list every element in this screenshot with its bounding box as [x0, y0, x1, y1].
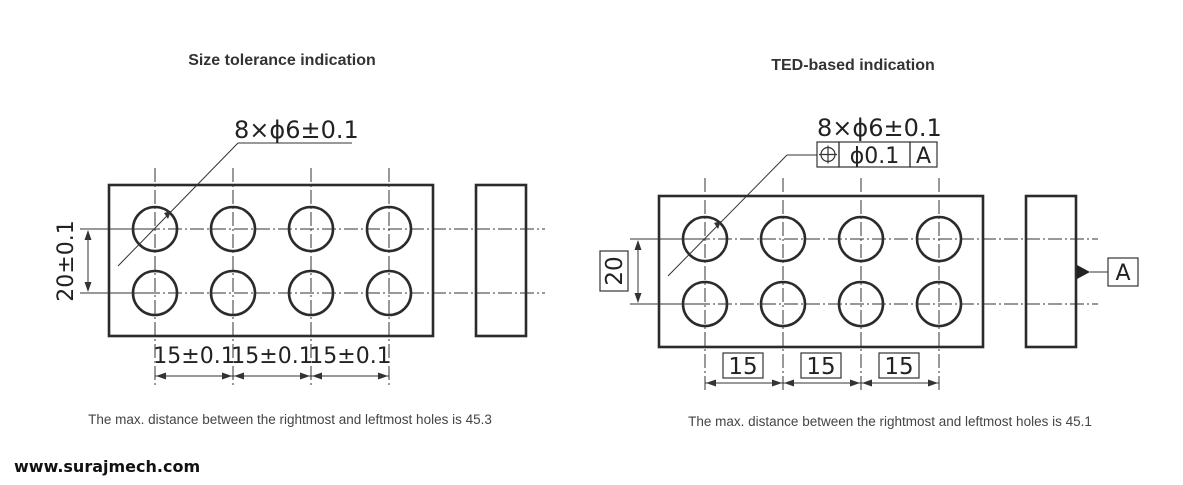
hole — [837, 280, 885, 328]
horizontal-dimension-line — [155, 372, 389, 380]
ted-box — [800, 352, 842, 379]
hole — [759, 280, 807, 328]
right-panel-caption: The max. distance between the rightmost … — [688, 414, 1092, 429]
vertical-dimension-text: 20±0.1 — [54, 220, 79, 301]
vertical-dimension-line — [80, 228, 150, 294]
part-front-view — [657, 194, 985, 349]
part-side-view — [1024, 194, 1078, 349]
datum-label: A — [1115, 261, 1130, 286]
position-icon — [819, 145, 837, 164]
ted-box — [878, 352, 920, 379]
left-panel-title: Size tolerance indication — [188, 52, 376, 69]
horizontal-dimension-text: 15±0.1 — [153, 344, 234, 369]
hole — [365, 269, 413, 317]
horizontal-dimension-text: 15 — [806, 354, 835, 380]
ted-box — [599, 250, 629, 292]
hole-callout-leader — [117, 142, 352, 267]
hole — [915, 215, 963, 263]
position-tolerance-value: ϕ0.1 — [850, 144, 900, 169]
horizontal-dimension-text: 15±0.1 — [231, 344, 312, 369]
hole-callout-text: 8×ϕ6±0.1 — [817, 114, 942, 142]
hole-callout-leader — [667, 154, 817, 277]
part-front-view — [107, 183, 435, 338]
hole — [759, 215, 807, 263]
right-panel-title: TED-based indication — [771, 57, 935, 74]
horizontal-dimension-text: 15 — [728, 354, 757, 380]
hole — [287, 205, 335, 253]
hole — [837, 215, 885, 263]
hole — [287, 269, 335, 317]
horizontal-dimension-text: 15±0.1 — [309, 344, 390, 369]
hole — [209, 269, 257, 317]
datum-triangle-icon — [1077, 265, 1108, 279]
right-panel: TED-based indication 8×ϕ6±0.1 — [599, 57, 1139, 429]
datum-box — [1107, 257, 1139, 287]
left-panel-caption: The max. distance between the rightmost … — [88, 412, 492, 427]
horizontal-dimension-line — [705, 379, 939, 387]
part-side-view — [474, 183, 528, 338]
horizontal-dimension-text: 15 — [884, 354, 913, 380]
datum-reference: A — [916, 144, 931, 169]
feature-control-frame — [816, 141, 938, 168]
hole — [915, 280, 963, 328]
left-panel: Size tolerance indication 8×ϕ6±0.1 — [54, 52, 545, 427]
vertical-dimension-line — [630, 238, 700, 305]
hole — [209, 205, 257, 253]
hole-callout-text: 8×ϕ6±0.1 — [234, 116, 359, 144]
hole — [365, 205, 413, 253]
website-watermark: www.surajmech.com — [14, 457, 200, 476]
ted-box — [722, 352, 764, 379]
vertical-dimension-text: 20 — [602, 256, 628, 285]
